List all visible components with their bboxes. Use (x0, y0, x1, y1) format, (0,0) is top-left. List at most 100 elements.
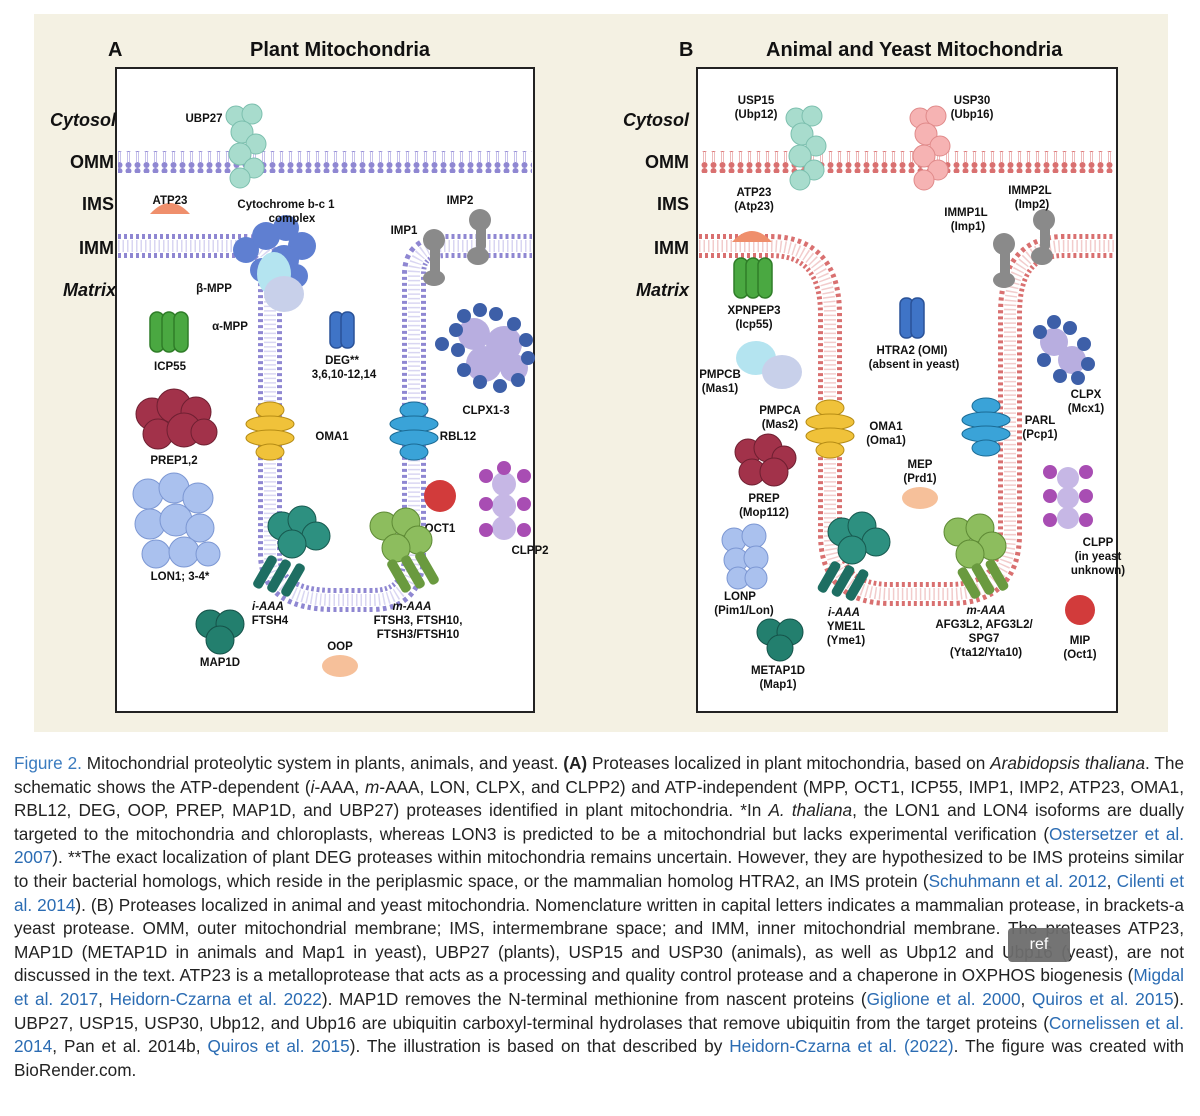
maaa-afg3l2-icon (943, 513, 1009, 599)
caption-italic: m (365, 776, 380, 797)
caption-text: . The schematic shows the ATP-dependent … (14, 753, 1184, 797)
immp1l-label-1: IMMP1L (944, 207, 987, 219)
htra2-label-2: (absent in yeast) (869, 359, 960, 371)
iaaa-label-b3: (Yme1) (827, 635, 866, 647)
lonp-label-1: LONP (724, 591, 756, 603)
ref-link-cornelissen[interactable]: Cornelissen et al. 2014 (14, 1012, 1184, 1057)
metap1d-label-2: (Map1) (759, 679, 796, 691)
mep-icon (902, 487, 938, 509)
ref-link-quiros[interactable]: Quiros et al. 2015 (1032, 988, 1174, 1009)
caption-text: , the LON1 and LON4 isoforms are dually … (14, 800, 1184, 844)
ref-link-migdal[interactable]: Migdal et al. 2017 (14, 965, 1184, 1009)
caption-species: A. thaliana (768, 800, 853, 821)
imp1-label: IMP1 (391, 225, 418, 237)
maaa-ftsh-icon (369, 507, 439, 593)
atp23-icon (150, 203, 190, 214)
atp23-b-label-1: ATP23 (737, 187, 772, 199)
caption-text: Proteases localized in plant mitochondri… (587, 753, 991, 773)
icp55-icon (149, 311, 189, 353)
figure-panel: A Plant Mitochondria B Animal and Yeast … (34, 14, 1168, 732)
ref-link-giglione[interactable]: Giglione et al. 2000 (866, 988, 1021, 1009)
caption-text: ). **The exact localization of plant DEG… (14, 847, 1184, 891)
maaa-label-b2: AFG3L2, AFG3L2/ (935, 619, 1033, 631)
clpp-b-icon (1043, 465, 1093, 529)
oop-icon (322, 655, 358, 677)
caption-text: -AAA, (314, 776, 366, 797)
xpnpep3-label-1: XPNPEP3 (727, 305, 780, 317)
label-imm-b: IMM (654, 238, 689, 258)
mip-icon (1065, 595, 1095, 625)
caption-text: ). (B) Proteases localized in animal and… (14, 894, 1184, 986)
panel-b-box (696, 67, 1118, 713)
oma1-icon (245, 401, 295, 461)
caption-text: -AAA, LON, CLPX, and CLPP2) and ATP-inde… (14, 776, 1184, 821)
maaa-label-b3: SPG7 (969, 633, 1000, 645)
oma1-b-icon (805, 399, 855, 459)
lon-icon (132, 472, 221, 569)
caption-text: , (1106, 870, 1117, 891)
ref-link-heidorn-czarna[interactable]: Heidorn-Czarna et al. 2022 (109, 988, 322, 1009)
ref-link-heidorn-czarna-2[interactable]: Heidorn-Czarna et al. (2022) (729, 1036, 954, 1057)
figure-number: Figure 2. (14, 753, 82, 773)
iaaa-ftsh4-icon (253, 505, 331, 597)
oma1-b-label-1: OMA1 (869, 421, 903, 433)
ubp27-label: UBP27 (185, 113, 222, 125)
mitochondria-diagram: A Plant Mitochondria B Animal and Yeast … (50, 39, 1125, 713)
mep-label-1: MEP (908, 459, 933, 471)
caption-text: Mitochondrial proteolytic system in plan… (81, 753, 564, 773)
clpx-icon (435, 303, 535, 393)
deg-label-1: DEG** (325, 355, 359, 367)
clpp-b-label-3: unknown) (1071, 565, 1125, 577)
atp23-label: ATP23 (153, 195, 188, 207)
maaa-label-b1: m-AAA (967, 605, 1006, 617)
usp15-icon (785, 105, 827, 191)
immp2l-label-1: IMMP2L (1008, 185, 1051, 197)
oma1-label: OMA1 (315, 431, 349, 443)
rbl12-icon (389, 401, 439, 461)
label-matrix-a: Matrix (63, 280, 117, 300)
oop-label: OOP (327, 641, 353, 653)
xpnpep3-icon (733, 257, 773, 299)
ubp27-icon (225, 103, 267, 189)
ref-tooltip[interactable]: ref (1008, 928, 1070, 962)
ref-link-schuhmann[interactable]: Schuhmann et al. 2012 (928, 870, 1107, 891)
imp1-icon (423, 229, 445, 286)
parl-label-1: PARL (1025, 415, 1055, 427)
clpx-b-icon (1033, 315, 1095, 385)
atp23-b-label-2: (Atp23) (734, 201, 774, 213)
lon-label: LON1; 3-4* (151, 571, 210, 583)
lonp-icon (721, 523, 769, 590)
rbl12-label: RBL12 (440, 431, 476, 443)
label-ims-a: IMS (82, 194, 114, 214)
htra2-label-1: HTRA2 (OMI) (877, 345, 948, 357)
ref-link-ostersetzer[interactable]: Ostersetzer et al. 2007 (14, 823, 1184, 868)
map1d-icon (195, 609, 245, 655)
mep-label-2: (Prd1) (903, 473, 936, 485)
cytochrome-bc1-icon (233, 215, 316, 312)
imp2-icon (467, 209, 491, 265)
label-ims-b: IMS (657, 194, 689, 214)
clpx-label: CLPX1-3 (462, 405, 509, 417)
clpx-b-label-1: CLPX (1071, 389, 1102, 401)
usp30-label-2: (Ubp16) (951, 109, 994, 121)
bmpp-label: β-MPP (196, 283, 232, 295)
atp23-b-icon (732, 231, 772, 242)
caption-text: . The figure was created with BioRender.… (14, 1036, 1184, 1080)
ref-link-quiros-2[interactable]: Quiros et al. 2015 (207, 1036, 350, 1057)
ampp-label: α-MPP (212, 321, 248, 333)
clpp-b-label-2: (in yeast (1075, 551, 1122, 563)
usp15-label-1: USP15 (738, 95, 775, 107)
ref-link-cilenti[interactable]: Cilenti et al. 2014 (14, 870, 1184, 915)
maaa-label-a3: FTSH3/FTSH10 (377, 629, 459, 641)
caption-panel-a: (A) (563, 753, 588, 773)
caption-text: ). The illustration is based on that des… (349, 1036, 730, 1057)
oct1-icon (424, 480, 456, 512)
mip-label-1: MIP (1070, 635, 1091, 647)
immp2l-label-2: (Imp2) (1015, 199, 1050, 211)
prep-b-label-2: (Mop112) (739, 507, 789, 519)
usp30-icon (909, 105, 951, 191)
label-matrix-b: Matrix (636, 280, 690, 300)
metap1d-label-1: METAP1D (751, 665, 805, 677)
iaaa-label-b2: YME1L (827, 621, 865, 633)
maaa-label-a1: m-AAA (393, 601, 432, 613)
